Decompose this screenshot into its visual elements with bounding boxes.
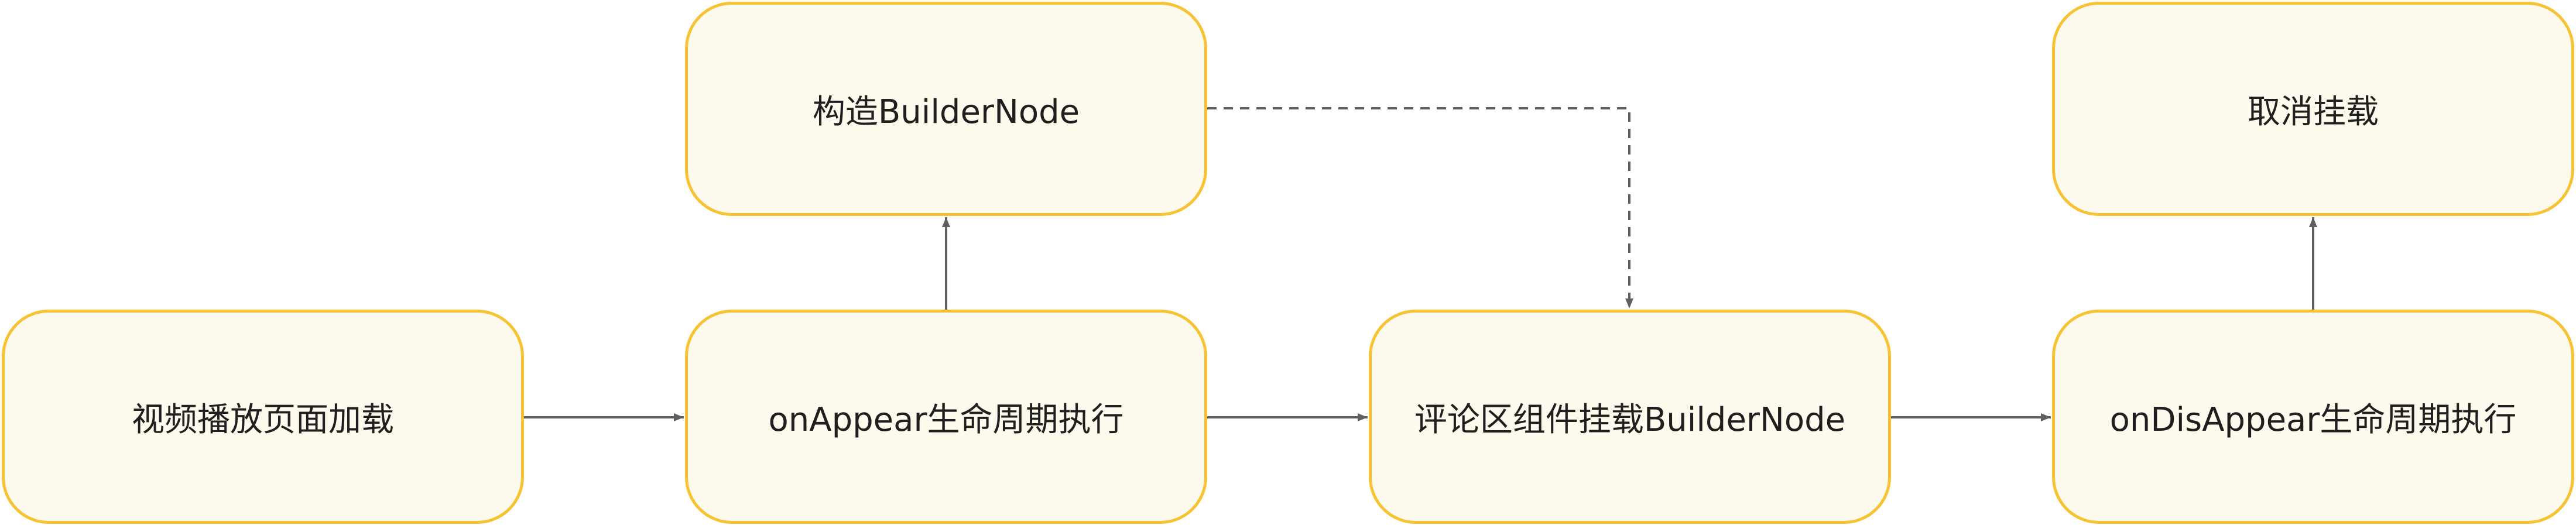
node-label: 取消挂载 [2248,92,2379,131]
edge-construct-to-mount-dashed [1207,107,1633,308]
node-label: onAppear生命周期执行 [768,400,1124,439]
node-comment-mount-buildernode: 评论区组件挂载BuilderNode [1369,310,1891,524]
node-ondisappear: onDisAppear生命周期执行 [2052,310,2574,524]
node-label: 构造BuilderNode [812,92,1080,131]
node-construct-buildernode: 构造BuilderNode [685,2,1207,216]
node-onappear: onAppear生命周期执行 [685,310,1207,524]
node-label: 评论区组件挂载BuilderNode [1414,400,1846,439]
node-unmount: 取消挂载 [2052,2,2574,216]
node-label: onDisAppear生命周期执行 [2109,400,2517,439]
node-video-page-load: 视频播放页面加载 [2,310,524,524]
node-label: 视频播放页面加载 [132,400,394,439]
